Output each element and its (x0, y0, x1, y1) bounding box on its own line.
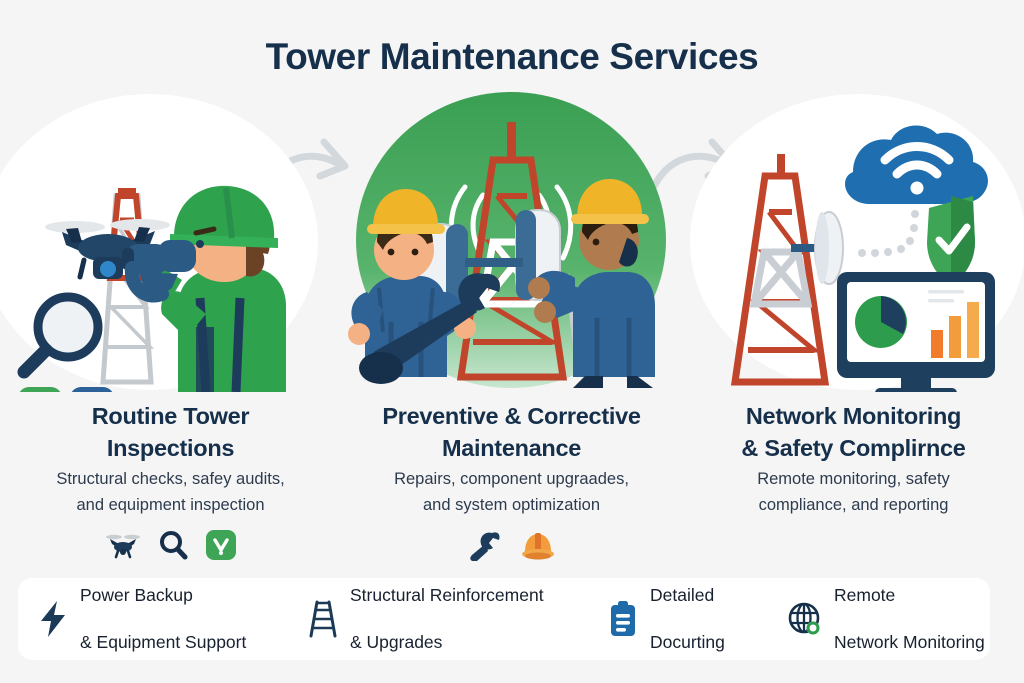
footer-item-label-line-2: & Upgrades (350, 631, 443, 652)
footer-feature-bar: Power Backup & Equipment Support Structu… (18, 578, 990, 660)
lightning-bolt-icon (41, 601, 65, 637)
wrench-icon (469, 532, 500, 561)
panel-description-line-2: and system optimization (423, 495, 600, 514)
panel-description-line-1: Repairs, component upgraades, (394, 470, 629, 488)
panel-description-line-2: compliance, and reporting (758, 495, 949, 514)
panel-title-line-2: & Safety Complirnce (741, 435, 966, 462)
footer-item-remote-network-monitoring[interactable]: Remote Network Monitoring (778, 561, 990, 676)
footer-item-label-line-1: Structural Reinforcement (350, 585, 544, 606)
panel-routine-tower-inspections: Routine Tower Inspections Structural che… (0, 92, 341, 562)
dotted-connection (858, 210, 919, 257)
panel-description-line-2: and equipment inspection (76, 495, 265, 514)
panel-title-line-2: Inspections (106, 435, 235, 462)
panel-preventive-corrective-maintenance: Preventive & Corrective Maintenance Repa… (341, 92, 682, 562)
panel-network-monitoring-safety-compliance: Network Monitoring & Safety Complirnce R… (683, 92, 1024, 562)
magnifier-illustration (17, 292, 103, 379)
inspector-worker-illustration (122, 185, 286, 392)
panel-title-line-1: Routine Tower (91, 403, 250, 429)
clipboard-document-icon (611, 601, 635, 636)
footer-item-label-line-2: & Equipment Support (80, 631, 247, 652)
footer-item-label-line-1: Detailed (650, 585, 715, 606)
green-check-badge-icon (205, 530, 236, 560)
panel-icon-row-1 (0, 530, 341, 560)
monitor-dashboard-illustration (837, 272, 995, 392)
panel-description-line-1: Remote monitoring, safety (757, 470, 950, 488)
cloud-wifi-illustration (845, 125, 988, 204)
inspector-with-drone-illustration (0, 92, 341, 392)
checklist-badge-illustration (71, 387, 113, 392)
worker-left-illustration (348, 188, 501, 384)
footer-item-label: Structural Reinforcement & Upgrades (350, 561, 544, 676)
worker-right-illustration (528, 178, 655, 388)
panel-title-line-2: Maintenance (441, 435, 582, 462)
footer-item-label: Remote Network Monitoring (834, 561, 985, 676)
ladder-icon (309, 600, 337, 638)
tower-cloud-dashboard-illustration (683, 92, 1024, 392)
globe-network-icon (788, 602, 820, 635)
footer-item-label-line-1: Power Backup (80, 585, 193, 606)
two-technicians-on-tower-illustration (341, 92, 682, 392)
panel-title-line-1: Network Monitoring (745, 403, 962, 429)
hardhat-icon (521, 533, 554, 560)
wifi-icon (880, 142, 954, 179)
wrench-illustration (369, 273, 501, 375)
arrow-panel1-to-panel2 (261, 138, 349, 188)
drone-icon (105, 534, 140, 559)
footer-item-detailed-documenting[interactable]: Detailed Docurting (594, 561, 778, 676)
panel-description-3: Remote monitoring, safety compliance, an… (695, 467, 1012, 518)
panel-title-1: Routine Tower Inspections (8, 400, 333, 464)
panel-description-1: Structural checks, safey audits, and equ… (12, 467, 329, 518)
satellite-dish (791, 211, 844, 285)
panel-title-line-1: Preventive & Corrective (382, 403, 641, 429)
panel-description-line-1: Structural checks, safey audits, (56, 470, 285, 488)
panel-icon-row-2 (341, 530, 682, 562)
shield-check-illustration (927, 196, 975, 284)
panel-title-3: Network Monitoring & Safety Complirnce (691, 400, 1016, 464)
check-badge-illustration (19, 387, 61, 392)
footer-item-label-line-1: Remote (834, 585, 896, 606)
page-title: Tower Maintenance Services (265, 36, 759, 77)
footer-item-label: Power Backup & Equipment Support (80, 561, 246, 676)
magnifier-icon (159, 531, 187, 560)
footer-item-structural-reinforcement[interactable]: Structural Reinforcement & Upgrades (294, 561, 594, 676)
footer-item-power-backup[interactable]: Power Backup & Equipment Support (18, 561, 294, 676)
binoculars (122, 240, 196, 303)
panel-title-2: Preventive & Corrective Maintenance (349, 400, 674, 464)
footer-item-label: Detailed Docurting (650, 561, 725, 676)
panel-description-2: Repairs, component upgraades, and system… (353, 467, 670, 518)
footer-item-label-line-2: Docurting (650, 631, 725, 652)
footer-item-label-line-2: Network Monitoring (834, 631, 985, 652)
